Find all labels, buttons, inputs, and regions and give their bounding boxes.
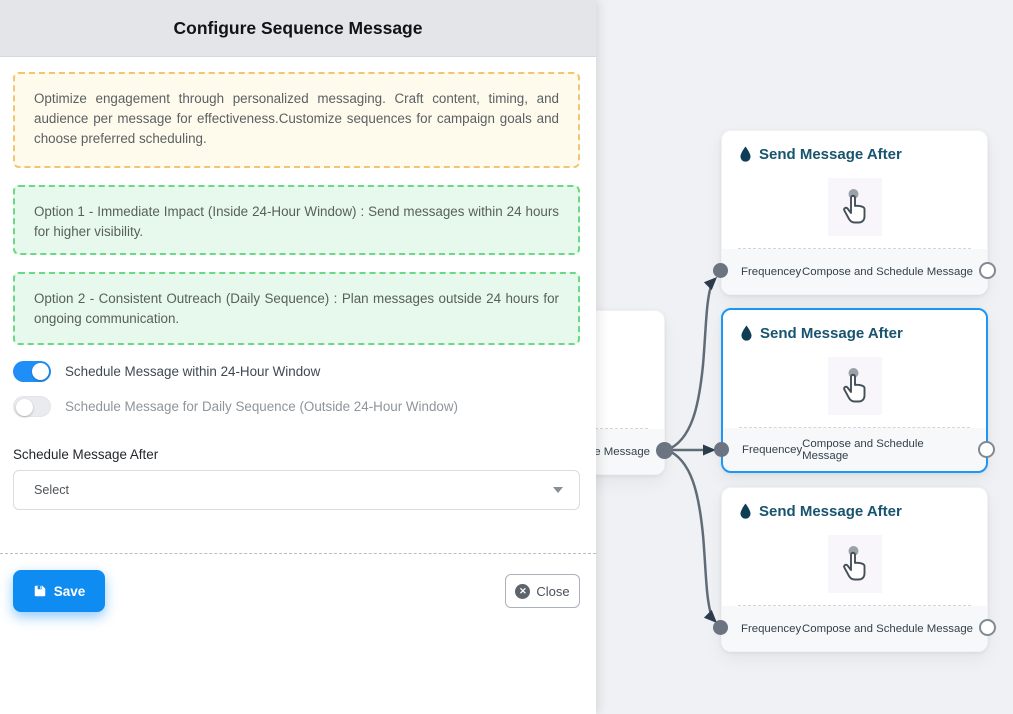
tap-hand-icon[interactable] [827, 535, 882, 593]
flow-node-2-selected[interactable]: Send Message After Frequencey Compose an… [714, 308, 995, 473]
node-footer-compose[interactable]: Compose and Schedule Message [802, 622, 973, 635]
node-output-handle[interactable] [656, 442, 673, 459]
node-footer-compose[interactable]: Compose and Schedule Message [802, 265, 973, 278]
within-window-toggle-label: Schedule Message within 24-Hour Window [65, 364, 321, 379]
node-title: Send Message After [759, 146, 902, 163]
panel-title: Configure Sequence Message [173, 17, 423, 38]
water-drop-icon [740, 325, 753, 342]
tap-hand-icon[interactable] [827, 178, 882, 236]
flow-node-3[interactable]: Send Message After Frequencey Compose an… [713, 487, 996, 652]
schedule-after-select[interactable]: Select [13, 470, 580, 510]
panel-header: Configure Sequence Message [0, 0, 596, 57]
close-x-icon: ✕ [515, 583, 531, 599]
select-value: Select [34, 483, 70, 497]
save-icon [33, 584, 47, 598]
toggle-knob [16, 399, 33, 416]
flow-node-1[interactable]: Send Message After Frequencey Compose an… [713, 130, 996, 295]
water-drop-icon [739, 146, 752, 163]
daily-sequence-toggle-label: Schedule Message for Daily Sequence (Out… [65, 399, 458, 414]
node-divider [738, 605, 971, 606]
water-drop-icon [739, 503, 752, 520]
schedule-after-label: Schedule Message After [13, 447, 159, 462]
node-input-handle[interactable] [713, 620, 728, 635]
node-output-handle[interactable] [978, 441, 995, 458]
info-note: Optimize engagement through personalized… [13, 72, 580, 168]
option2-note: Option 2 - Consistent Outreach (Daily Se… [13, 272, 580, 345]
node-divider [739, 427, 970, 428]
node-input-handle[interactable] [714, 442, 729, 457]
option1-note: Option 1 - Immediate Impact (Inside 24-H… [13, 185, 580, 255]
close-button-label: Close [536, 583, 570, 599]
close-button[interactable]: ✕ Close [505, 574, 580, 608]
node-output-handle[interactable] [979, 619, 996, 636]
node-input-handle[interactable] [713, 263, 728, 278]
save-button[interactable]: Save [13, 570, 105, 612]
save-button-label: Save [53, 583, 86, 599]
within-window-toggle[interactable] [13, 361, 51, 382]
footer-divider [0, 553, 596, 554]
daily-sequence-toggle[interactable] [13, 396, 51, 417]
node-output-handle[interactable] [979, 262, 996, 279]
node-title: Send Message After [760, 325, 903, 342]
node-footer-compose[interactable]: Compose and Schedule Message [802, 437, 924, 462]
toggle-knob [32, 363, 49, 380]
toggle-row-within-window: Schedule Message within 24-Hour Window [13, 361, 320, 382]
toggle-row-daily-sequence: Schedule Message for Daily Sequence (Out… [13, 396, 458, 417]
chevron-down-icon [553, 487, 563, 493]
node-footer-frequency[interactable]: Frequencey [742, 443, 803, 456]
node-footer-frequency[interactable]: Frequencey [741, 622, 802, 635]
tap-hand-icon[interactable] [827, 357, 882, 415]
configure-sequence-panel: Configure Sequence Message Optimize enga… [0, 0, 596, 612]
node-title: Send Message After [759, 503, 902, 520]
node-footer-frequency[interactable]: Frequencey [741, 265, 802, 278]
node-divider [738, 248, 971, 249]
